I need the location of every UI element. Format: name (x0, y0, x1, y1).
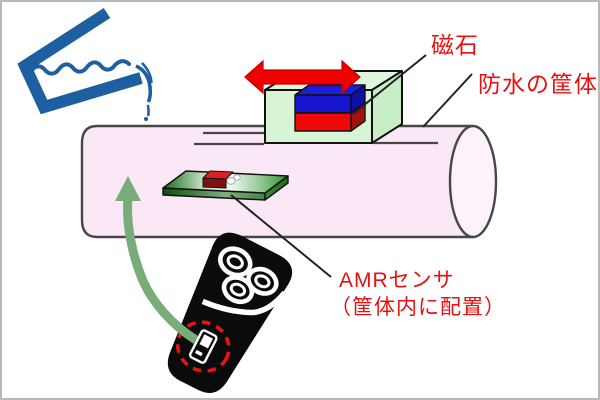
water-pour-icon (17, 7, 153, 121)
housing-leader-line (422, 73, 473, 128)
magnet-block-graphic (294, 84, 366, 132)
shaver-switch (188, 329, 218, 364)
cylinder-end-cap (448, 124, 498, 239)
electric-shaver-graphic (167, 232, 293, 393)
curved-green-arrow-icon (115, 176, 199, 344)
magnet-leader-line (352, 54, 427, 115)
amr-sensor-note-label: （筐体内に配置） (330, 296, 506, 319)
amr-sensor-board-graphic (162, 170, 289, 201)
sensor-leader-line (230, 194, 332, 278)
amr-sensor-label: AMRセンサ (339, 269, 455, 292)
magnet-label: 磁石 (431, 32, 479, 58)
red-dashed-ellipse-highlight (175, 320, 231, 373)
waterproof-housing-label: 防水の筐体 (478, 71, 598, 97)
slider-knob-box-graphic (264, 70, 403, 144)
shaver-head-rings (218, 246, 279, 305)
left-right-red-arrow-icon (244, 59, 361, 95)
sensor-chip (202, 170, 241, 189)
